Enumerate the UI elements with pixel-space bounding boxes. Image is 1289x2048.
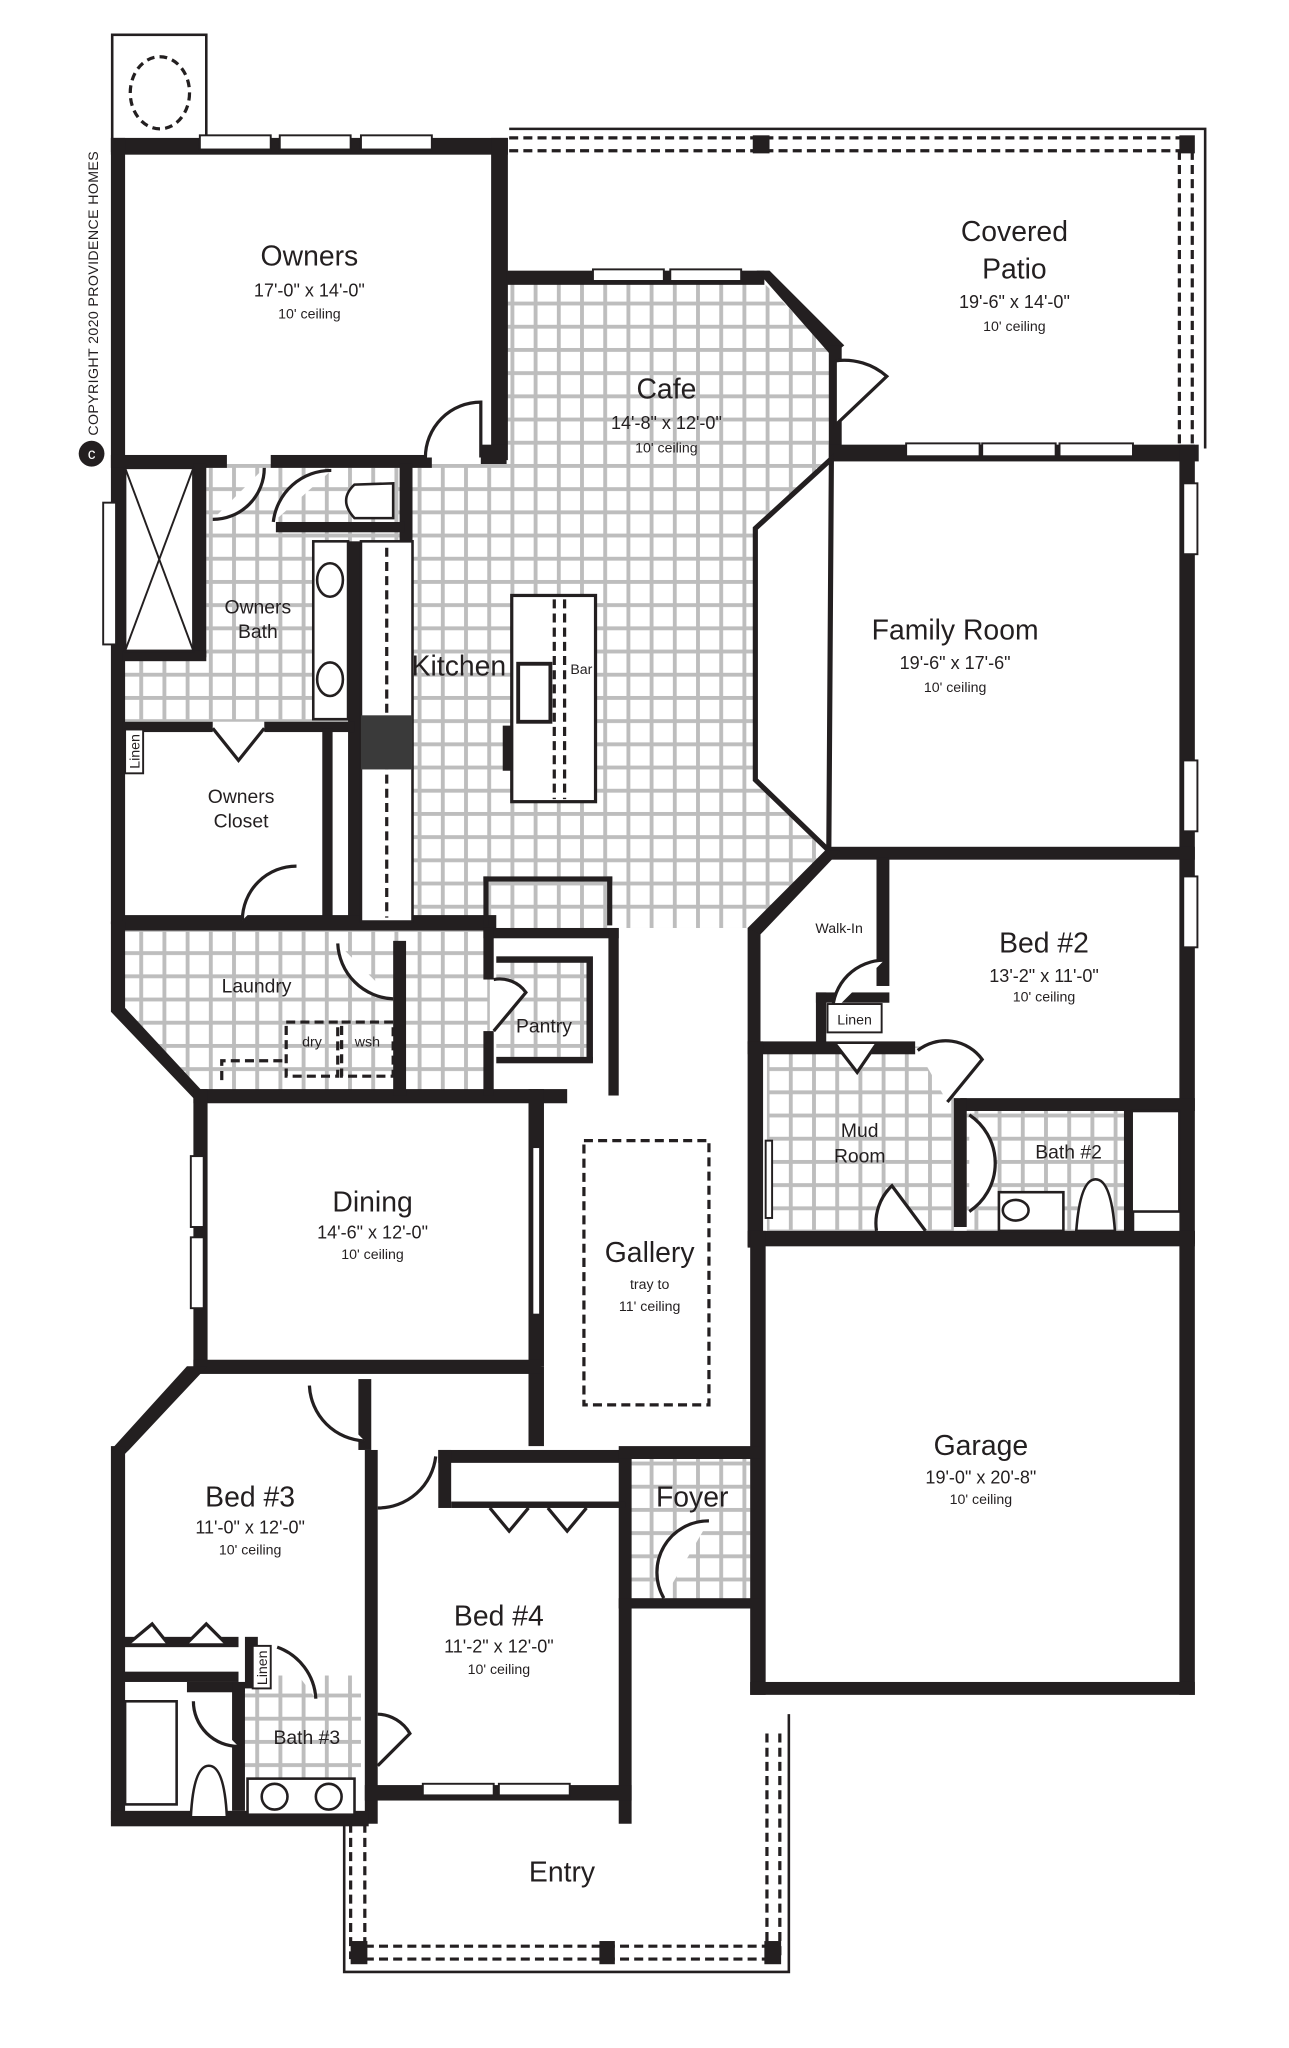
room-name: Bed #3 <box>205 1482 295 1514</box>
washer-label: wsh <box>354 1035 380 1051</box>
room-dims: 19'-6" x 17'-6" <box>900 653 1011 673</box>
room-ceiling: 10' ceiling <box>219 1542 282 1558</box>
room-name: Garage <box>934 1430 1029 1462</box>
dryer-label: dry <box>302 1035 323 1051</box>
svg-text:c: c <box>88 446 96 463</box>
copyright-notice: c COPYRIGHT 2020 PROVIDENCE HOMES <box>78 151 105 467</box>
room-cafe[interactable]: Cafe 14'-8" x 12'-0" 10' ceiling <box>611 373 722 456</box>
room-laundry[interactable]: Laundry dry wsh <box>222 976 380 1050</box>
room-dims: 14'-6" x 12'-0" <box>317 1223 428 1243</box>
room-name: Foyer <box>656 1482 728 1514</box>
room-owners-bath[interactable]: Owners Bath <box>225 597 292 642</box>
room-name: Owners <box>261 241 359 273</box>
room-ceiling: 10' ceiling <box>468 1662 531 1678</box>
room-kitchen[interactable]: Kitchen Bar <box>412 650 593 682</box>
copyright-text: COPYRIGHT 2020 PROVIDENCE HOMES <box>86 151 102 436</box>
room-gallery[interactable]: Gallery tray to 11' ceiling <box>605 1237 696 1315</box>
room-bed2[interactable]: Bed #2 13'-2" x 11'-0" 10' ceiling Walk-… <box>815 921 1098 1029</box>
bar-label: Bar <box>570 662 592 678</box>
room-note: tray to <box>630 1277 669 1293</box>
room-family-room[interactable]: Family Room 19'-6" x 17'-6" 10' ceiling <box>872 614 1039 696</box>
room-name: Laundry <box>222 976 292 997</box>
room-ceiling: 11' ceiling <box>619 1299 680 1315</box>
windows <box>102 134 1199 1797</box>
room-ceiling: 10' ceiling <box>983 319 1046 335</box>
room-dims: 11'-0" x 12'-0" <box>195 1518 305 1538</box>
room-name: Entry <box>529 1857 596 1889</box>
room-ceiling: 10' ceiling <box>924 680 987 696</box>
room-dining[interactable]: Dining 14'-6" x 12'-0" 10' ceiling <box>317 1187 428 1264</box>
room-name: Covered <box>961 216 1068 248</box>
room-bath2[interactable]: Bath #2 <box>1035 1143 1102 1164</box>
linen-label: Linen <box>255 1650 271 1685</box>
room-name: Bed #4 <box>454 1600 544 1632</box>
linen-label: Linen <box>837 1013 872 1029</box>
room-bath3[interactable]: Bath #3 <box>273 1728 340 1749</box>
room-foyer[interactable]: Foyer <box>656 1482 728 1514</box>
room-name: Gallery <box>605 1237 696 1269</box>
room-dims: 14'-8" x 12'-0" <box>611 413 722 433</box>
room-name: Closet <box>214 811 269 832</box>
room-entry[interactable]: Entry <box>529 1857 596 1889</box>
covered-patio-outline <box>509 127 1207 449</box>
room-name: Bath #2 <box>1035 1143 1102 1164</box>
room-dims: 11'-2" x 12'-0" <box>444 1636 554 1656</box>
room-owners[interactable]: Owners 17'-0" x 14'-0" 10' ceiling <box>254 241 365 323</box>
linen-label: Linen <box>127 734 143 769</box>
room-ceiling: 10' ceiling <box>278 306 341 322</box>
room-name: Bed #2 <box>999 927 1089 959</box>
room-pantry[interactable]: Pantry <box>516 1016 572 1037</box>
room-name: Patio <box>982 253 1047 285</box>
fixtures <box>123 466 1181 1819</box>
room-dims: 17'-0" x 14'-0" <box>254 280 365 300</box>
room-owners-closet[interactable]: Owners Closet Linen <box>127 734 274 832</box>
walk-in-label: Walk-In <box>815 921 862 937</box>
room-bed4[interactable]: Bed #4 11'-2" x 12'-0" 10' ceiling <box>444 1600 554 1678</box>
room-name: Bath <box>238 622 278 643</box>
room-name: Room <box>834 1147 886 1168</box>
room-name: Pantry <box>516 1016 572 1037</box>
room-name: Owners <box>225 597 292 618</box>
entry-porch-outline <box>342 1714 791 1974</box>
room-ceiling: 10' ceiling <box>341 1247 404 1263</box>
doors <box>127 358 997 1767</box>
room-ceiling: 10' ceiling <box>950 1492 1013 1508</box>
room-ceiling: 10' ceiling <box>1013 989 1076 1005</box>
room-name: Owners <box>208 787 275 808</box>
room-name: Mud <box>841 1121 879 1142</box>
room-covered-patio[interactable]: Covered Patio 19'-6" x 14'-0" 10' ceilin… <box>959 216 1070 335</box>
room-dims: 13'-2" x 11'-0" <box>989 966 1099 986</box>
room-name: Kitchen <box>412 650 507 682</box>
room-ceiling: 10' ceiling <box>635 440 698 456</box>
room-name: Bath #3 <box>273 1728 340 1749</box>
room-name: Dining <box>332 1187 412 1219</box>
room-mud-room[interactable]: Mud Room <box>834 1121 886 1168</box>
room-bed3[interactable]: Bed #3 11'-0" x 12'-0" 10' ceiling Linen <box>195 1482 305 1685</box>
room-name: Cafe <box>636 373 696 405</box>
room-name: Family Room <box>872 614 1039 646</box>
room-dims: 19'-0" x 20'-8" <box>925 1467 1036 1487</box>
dashed-circle-icon <box>110 33 208 153</box>
room-garage[interactable]: Garage 19'-0" x 20'-8" 10' ceiling <box>925 1430 1036 1508</box>
room-dims: 19'-6" x 14'-0" <box>959 292 1070 312</box>
